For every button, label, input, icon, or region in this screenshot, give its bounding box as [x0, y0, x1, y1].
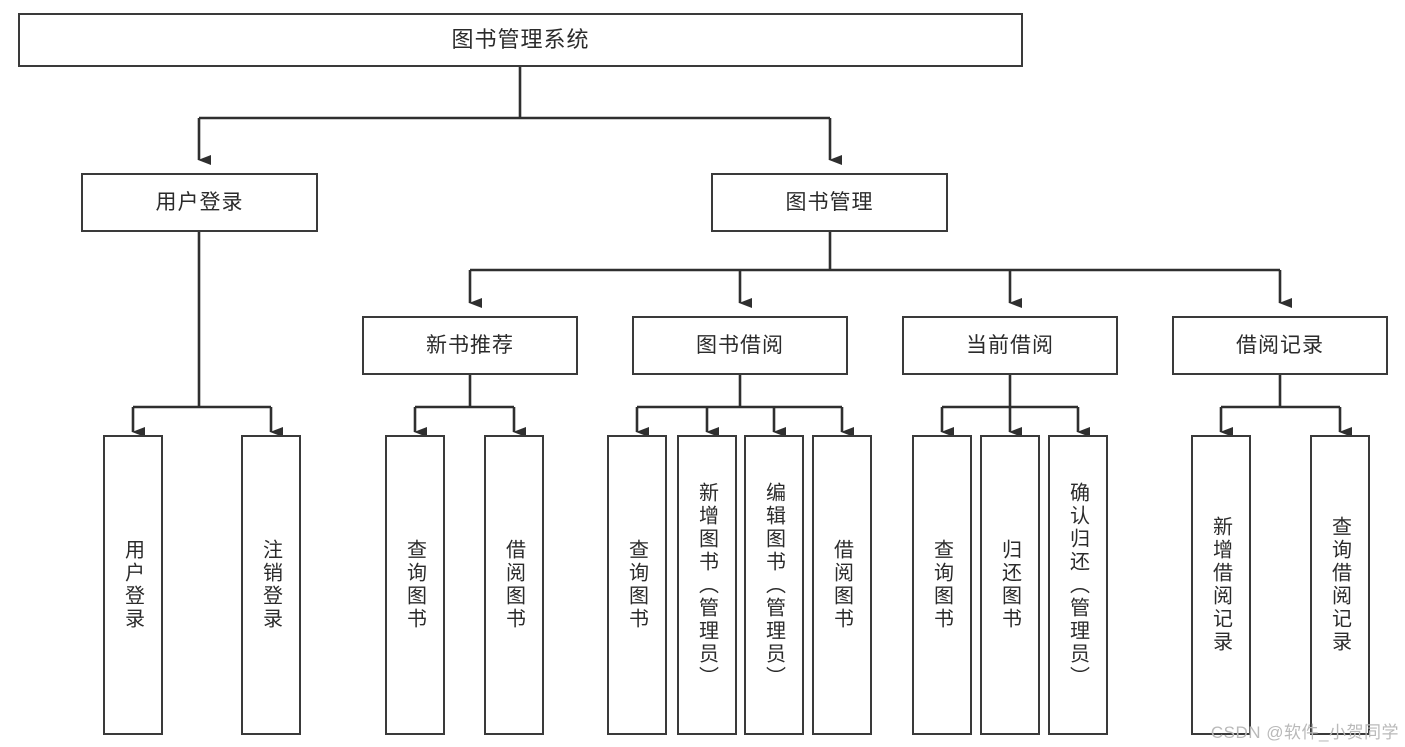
- leaf-label: 查询图书: [625, 539, 648, 631]
- leaf-borrow-book[interactable]: 借阅图书: [812, 435, 872, 735]
- leaf-label: 查询借阅记录: [1328, 516, 1351, 654]
- leaf-label: 用户登录: [121, 539, 144, 631]
- node-label: 当前借阅: [966, 333, 1054, 357]
- leaf-label: 归还图书: [998, 539, 1021, 631]
- leaf-label: 借阅图书: [830, 539, 853, 631]
- leaf-edit-book-admin[interactable]: 编辑图书（管理员）: [744, 435, 804, 735]
- leaf-add-borrow-record[interactable]: 新增借阅记录: [1191, 435, 1251, 735]
- leaf-label: 查询图书: [403, 539, 426, 631]
- node-current-borrow[interactable]: 当前借阅: [902, 316, 1118, 375]
- leaf-query-book-recommend[interactable]: 查询图书: [385, 435, 445, 735]
- leaf-return-book[interactable]: 归还图书: [980, 435, 1040, 735]
- node-user-login[interactable]: 用户登录: [81, 173, 318, 232]
- leaf-label: 编辑图书（管理员）: [762, 481, 785, 689]
- leaf-label: 借阅图书: [502, 539, 525, 631]
- leaf-user-login[interactable]: 用户登录: [103, 435, 163, 735]
- leaf-label: 新增借阅记录: [1209, 516, 1232, 654]
- node-label: 图书管理: [785, 190, 874, 214]
- leaf-label: 确认归还（管理员）: [1066, 481, 1089, 689]
- node-new-book-recommend[interactable]: 新书推荐: [362, 316, 578, 375]
- node-book-management[interactable]: 图书管理: [711, 173, 948, 232]
- node-label: 图书借阅: [696, 333, 784, 357]
- leaf-borrow-book-recommend[interactable]: 借阅图书: [484, 435, 544, 735]
- leaf-logout[interactable]: 注销登录: [241, 435, 301, 735]
- leaf-confirm-return-admin[interactable]: 确认归还（管理员）: [1048, 435, 1108, 735]
- node-label: 新书推荐: [426, 333, 514, 357]
- node-book-borrow[interactable]: 图书借阅: [632, 316, 848, 375]
- node-root-library-system[interactable]: 图书管理系统: [18, 13, 1023, 67]
- node-label: 图书管理系统: [451, 26, 590, 52]
- node-borrow-record[interactable]: 借阅记录: [1172, 316, 1388, 375]
- leaf-query-book-current[interactable]: 查询图书: [912, 435, 972, 735]
- node-label: 借阅记录: [1236, 333, 1324, 357]
- watermark-text: CSDN @软件_小贺同学: [1210, 723, 1399, 742]
- node-label: 用户登录: [155, 190, 244, 214]
- leaf-label: 查询图书: [930, 539, 953, 631]
- leaf-query-book-borrow[interactable]: 查询图书: [607, 435, 667, 735]
- leaf-label: 新增图书（管理员）: [695, 481, 718, 689]
- leaf-label: 注销登录: [259, 539, 282, 631]
- leaf-query-borrow-record[interactable]: 查询借阅记录: [1310, 435, 1370, 735]
- leaf-add-book-admin[interactable]: 新增图书（管理员）: [677, 435, 737, 735]
